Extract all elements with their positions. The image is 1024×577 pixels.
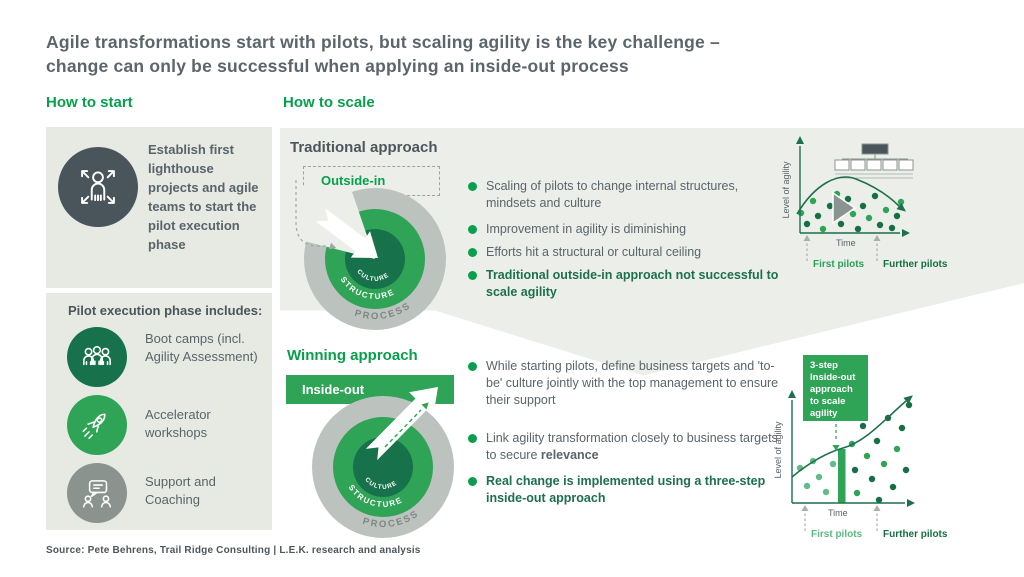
- trend-curve-arrowhead: [903, 395, 913, 405]
- traditional-bullet: Efforts hit a structural or cultural cei…: [468, 244, 784, 261]
- trend-curve: [791, 400, 907, 478]
- traditional-chart: Level of agility Time First pilots Furth…: [781, 136, 948, 270]
- y-axis-arrowhead: [788, 390, 796, 398]
- first-pilots-label: First pilots: [811, 529, 863, 540]
- inside-out-diagram: CULTURE STRUCTURE PROCESS: [312, 387, 454, 538]
- rocket-icon: [67, 395, 127, 455]
- first-pilots-label: First pilots: [813, 259, 865, 270]
- traditional-bullet: Traditional outside-in approach not succ…: [468, 267, 784, 301]
- further-pilots-arrowhead: [873, 505, 881, 511]
- x-axis-arrowhead: [902, 229, 910, 237]
- title-line-1: Agile transformations start with pilots,…: [46, 32, 720, 52]
- org-chart-icon: [834, 143, 914, 179]
- bullet-text-bold-word: relevance: [540, 448, 599, 462]
- x-axis-arrowhead: [907, 499, 915, 507]
- pilot-item-label: Accelerator workshops: [145, 407, 211, 440]
- further-pilots-label: Further pilots: [883, 259, 948, 270]
- culture-core: [353, 437, 413, 497]
- trend-curve: [796, 176, 900, 215]
- traditional-bullet: Improvement in agility is diminishing: [468, 221, 784, 238]
- further-pilots-label: Further pilots: [883, 529, 948, 540]
- title-line-2: change can only be successful when apply…: [46, 56, 629, 76]
- traditional-bullet: Scaling of pilots to change internal str…: [468, 178, 784, 212]
- annotation-line: approach: [810, 384, 853, 395]
- bullet-text: Improvement in agility is diminishing: [486, 222, 687, 236]
- x-axis-label: Time: [836, 238, 856, 248]
- winning-heading: Winning approach: [287, 347, 418, 364]
- bullet-text-prefix: Link agility transformation closely to b…: [486, 431, 778, 462]
- bullet-dot: [468, 271, 477, 280]
- pilot-item-label: Boot camps (incl. Agility Assessment): [145, 331, 258, 364]
- annotation-line: agility: [810, 408, 838, 419]
- first-pilots-arrowhead: [803, 235, 811, 241]
- trend-curve-arrowhead: [896, 202, 906, 212]
- dashed-inner-arrow: [384, 409, 422, 448]
- dashed-connector-arrowhead: [328, 242, 337, 250]
- x-axis-label: Time: [828, 508, 848, 518]
- establish-text: Establish first lighthouse projects and …: [148, 142, 259, 252]
- source-note: Source: Pete Behrens, Trail Ridge Consul…: [46, 545, 421, 556]
- heading-how-to-start: How to start: [46, 94, 133, 111]
- annotation-line: Inside-out: [810, 372, 856, 383]
- support-chat-icon: [67, 463, 127, 523]
- people-group-icon: [67, 327, 127, 387]
- bullet-dot: [468, 225, 477, 234]
- bullet-dot: [468, 362, 477, 371]
- dashed-connector: [295, 180, 326, 247]
- bullet-text: While starting pilots, define business t…: [486, 359, 779, 407]
- three-step-annotation-box: [803, 355, 868, 421]
- winning-bullet: Link agility transformation closely to b…: [468, 430, 784, 464]
- bullet-text: Link agility transformation closely to b…: [486, 430, 784, 464]
- bullet-dot: [468, 434, 477, 443]
- annotation-line: 3-step: [810, 360, 838, 371]
- traditional-heading: Traditional approach: [290, 139, 438, 156]
- forward-triangle-icon: [832, 191, 857, 225]
- bullet-text: Efforts hit a structural or cultural cei…: [486, 245, 702, 259]
- y-axis-label: Level of agility: [773, 421, 783, 479]
- annotation-line: to scale: [810, 396, 845, 407]
- step-bar: [838, 449, 846, 503]
- page-title: Agile transformations start with pilots,…: [46, 30, 976, 78]
- expand-person-icon: [58, 147, 138, 227]
- inward-arrow: [315, 208, 378, 258]
- bullet-text: Scaling of pilots to change internal str…: [486, 179, 739, 210]
- pilot-phase-heading: Pilot execution phase includes:: [68, 303, 263, 318]
- winning-chart: 3-step Inside-out approach to scale agil…: [773, 355, 948, 540]
- outward-arrow: [365, 387, 438, 461]
- first-pilots-arrowhead: [801, 505, 809, 511]
- y-axis-label: Level of agility: [781, 161, 791, 219]
- pilot-item-label: Support and Coaching: [145, 474, 216, 507]
- heading-how-to-scale: How to scale: [283, 94, 375, 111]
- y-axis-arrowhead: [796, 136, 804, 144]
- further-pilots-arrowhead: [873, 235, 881, 241]
- annotation-pointer-arrowhead: [832, 445, 840, 451]
- bullet-text: Real change is implemented using a three…: [486, 474, 766, 505]
- winning-bullet: While starting pilots, define business t…: [468, 358, 784, 409]
- outside-in-diagram: CULTURE STRUCTURE PROCESS: [295, 180, 446, 330]
- bullet-dot: [468, 248, 477, 257]
- bullet-text: Traditional outside-in approach not succ…: [486, 268, 779, 299]
- bullet-dot: [468, 182, 477, 191]
- dashed-inner-arrowhead: [421, 402, 429, 410]
- bullet-dot: [468, 477, 477, 486]
- scatter-dots: [796, 401, 913, 504]
- winning-bullet: Real change is implemented using a three…: [468, 473, 784, 507]
